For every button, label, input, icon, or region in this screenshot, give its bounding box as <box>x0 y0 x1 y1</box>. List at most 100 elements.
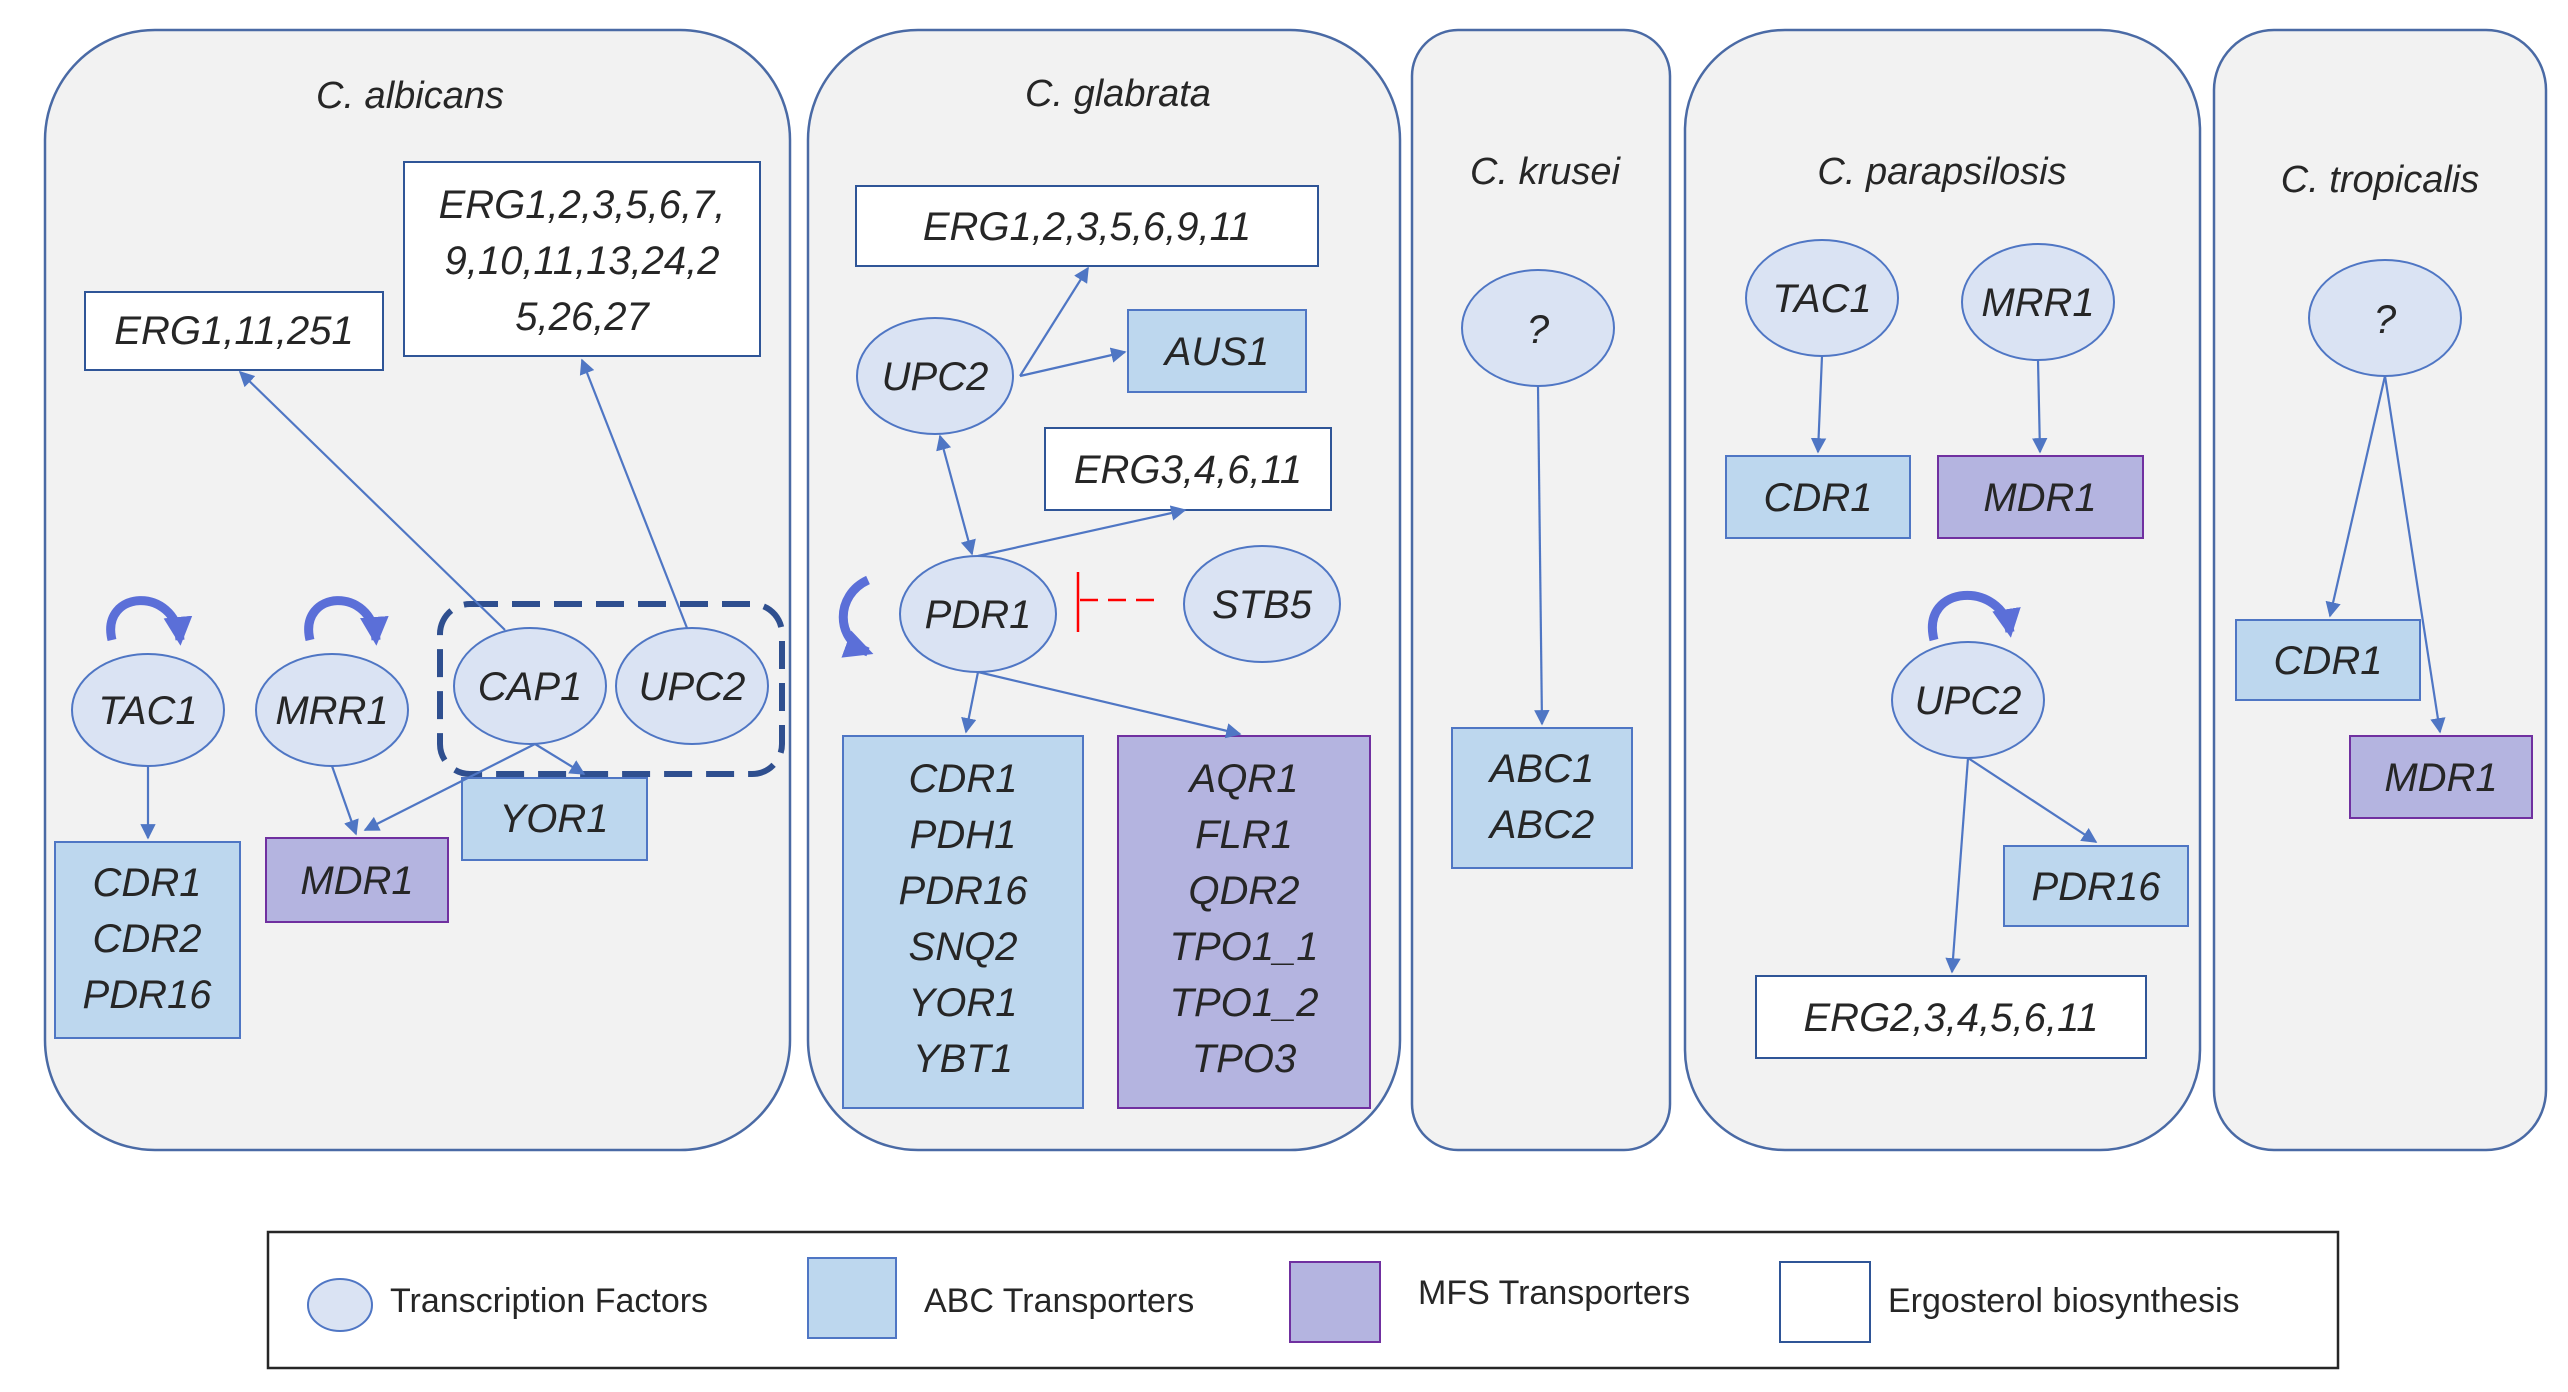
svg-text:AUS1: AUS1 <box>1163 330 1270 374</box>
svg-text:ERG1,11,251: ERG1,11,251 <box>114 309 353 353</box>
arrow <box>1019 266 1089 377</box>
arrow <box>2383 375 2446 734</box>
svg-text:ABC1: ABC1 <box>1488 747 1595 791</box>
svg-text:YOR1: YOR1 <box>909 981 1018 1025</box>
arrow <box>579 358 689 629</box>
arrow <box>1810 355 1827 454</box>
svg-text:MRR1: MRR1 <box>275 689 388 733</box>
svg-text:PDH1: PDH1 <box>910 813 1017 857</box>
panel-title: C. albicans <box>316 75 504 117</box>
svg-text:PDR16: PDR16 <box>899 869 1029 913</box>
mfs-box-mdr1: MDR1 <box>1937 455 2144 539</box>
svg-text:Ergosterol biosynthesis: Ergosterol biosynthesis <box>1888 1282 2240 1320</box>
abc-box-cdr: CDR1 CDR2 PDR16 <box>54 841 241 1039</box>
abc-box-list: ABC1 ABC2 <box>1451 727 1633 869</box>
legend-item-erg: Ergosterol biosynthesis <box>1779 1261 2240 1343</box>
svg-text:CDR1: CDR1 <box>93 861 202 905</box>
panel-title: C. krusei <box>1470 151 1621 193</box>
svg-text:FLR1: FLR1 <box>1195 813 1293 857</box>
panel-albicans: C. albicans ERG1,11,251 ERG1,2,3,5,6,7, … <box>43 28 792 1152</box>
svg-text:PDR16: PDR16 <box>83 973 213 1017</box>
svg-text:MFS Transporters: MFS Transporters <box>1418 1274 1690 1312</box>
inhibition-line <box>1076 572 1160 632</box>
legend: Transcription Factors ABC Transporters M… <box>266 1230 2340 1370</box>
abc-box-yor1: YOR1 <box>461 777 648 861</box>
arrow <box>2032 359 2048 454</box>
svg-text:TPO1_1: TPO1_1 <box>1170 925 1319 969</box>
panel-title: C. glabrata <box>1025 73 1211 115</box>
legend-item-tf: Transcription Factors <box>307 1278 708 1332</box>
svg-text:CDR2: CDR2 <box>93 917 202 961</box>
tf-node-tac1: TAC1 <box>1745 239 1899 357</box>
legend-item-abc: ABC Transporters <box>807 1257 1194 1339</box>
svg-text:?: ? <box>2374 298 2397 342</box>
arrow <box>977 670 1242 739</box>
autoregulation-loop <box>304 596 389 646</box>
tf-node-upc2: UPC2 <box>1891 641 2045 759</box>
erg-box-parapsilosis: ERG2,3,4,5,6,11 <box>1755 975 2147 1059</box>
arrow <box>1019 347 1127 378</box>
abc-box-cdr1: CDR1 <box>1725 455 1911 539</box>
svg-text:TAC1: TAC1 <box>1772 277 1871 321</box>
svg-text:UPC2: UPC2 <box>1915 679 2022 723</box>
erg-box-albicans-a: ERG1,11,251 <box>84 291 384 371</box>
arrow <box>936 434 976 556</box>
svg-text:MDR1: MDR1 <box>1983 476 2096 520</box>
arrow <box>2325 375 2387 618</box>
legend-item-mfs: MFS Transporters <box>1289 1261 1690 1343</box>
panel-parapsilosis: C. parapsilosis TAC1 MRR1 CDR1 MDR1 UPC2… <box>1683 28 2202 1152</box>
tf-node-unknown: ? <box>1461 269 1615 387</box>
svg-text:YBT1: YBT1 <box>913 1037 1013 1081</box>
svg-text:9,10,11,13,24,2: 9,10,11,13,24,2 <box>444 239 719 283</box>
arrow <box>961 671 980 734</box>
svg-text:PDR16: PDR16 <box>2032 865 2162 909</box>
svg-text:MDR1: MDR1 <box>2384 756 2497 800</box>
erg-box-glabrata-b: ERG3,4,6,11 <box>1044 427 1332 511</box>
svg-text:ERG1,2,3,5,6,7,: ERG1,2,3,5,6,7, <box>439 183 726 227</box>
arrow <box>534 743 586 775</box>
svg-text:ERG1,2,3,5,6,9,11: ERG1,2,3,5,6,9,11 <box>923 205 1251 249</box>
panel-title: C. tropicalis <box>2281 159 2480 201</box>
erg-box-glabrata-a: ERG1,2,3,5,6,9,11 <box>855 185 1319 267</box>
svg-text:TPO1_2: TPO1_2 <box>1170 981 1319 1025</box>
panel-title: C. parapsilosis <box>1817 151 2066 193</box>
svg-text:MRR1: MRR1 <box>1981 281 2094 325</box>
svg-text:Transcription Factors: Transcription Factors <box>390 1282 708 1320</box>
svg-text:PDR1: PDR1 <box>925 593 1032 637</box>
tf-node-tac1: TAC1 <box>71 653 225 767</box>
panel-tropicalis: C. tropicalis ? CDR1 MDR1 <box>2212 28 2548 1152</box>
panel-krusei: C. krusei ? ABC1 ABC2 <box>1410 28 1672 1152</box>
svg-text:5,26,27: 5,26,27 <box>515 295 650 339</box>
tf-node-stb5: STB5 <box>1183 545 1341 663</box>
autoregulation-loop <box>106 596 193 646</box>
dashed-complex-outline <box>437 601 785 777</box>
svg-text:SNQ2: SNQ2 <box>909 925 1018 969</box>
tf-node-cap1: CAP1 <box>453 627 607 745</box>
svg-text:STB5: STB5 <box>1212 583 1313 627</box>
autoregulation-loop <box>1927 591 2021 642</box>
abc-box-list: CDR1 PDH1 PDR16 SNQ2 YOR1 YBT1 <box>842 735 1084 1109</box>
svg-text:YOR1: YOR1 <box>500 797 609 841</box>
svg-text:UPC2: UPC2 <box>882 355 989 399</box>
svg-text:ABC2: ABC2 <box>1488 803 1595 847</box>
abc-box-cdr1: CDR1 <box>2235 619 2421 701</box>
svg-text:TAC1: TAC1 <box>98 689 197 733</box>
mfs-box-list: AQR1 FLR1 QDR2 TPO1_1 TPO1_2 TPO3 <box>1117 735 1371 1109</box>
abc-box-aus1: AUS1 <box>1127 309 1307 393</box>
tf-node-unknown: ? <box>2308 259 2462 377</box>
tf-node-upc2: UPC2 <box>856 317 1014 435</box>
svg-text:ERG2,3,4,5,6,11: ERG2,3,4,5,6,11 <box>1804 996 2099 1040</box>
svg-text:CAP1: CAP1 <box>478 665 583 709</box>
svg-text:AQR1: AQR1 <box>1188 757 1299 801</box>
arrow <box>330 765 359 836</box>
tf-node-upc2: UPC2 <box>615 627 769 745</box>
svg-text:?: ? <box>1527 308 1550 352</box>
tf-node-pdr1: PDR1 <box>899 555 1057 673</box>
svg-text:CDR1: CDR1 <box>1764 476 1873 520</box>
autoregulation-loop <box>838 575 874 658</box>
svg-text:CDR1: CDR1 <box>2274 639 2383 683</box>
arrow <box>1945 757 1970 974</box>
svg-text:ABC Transporters: ABC Transporters <box>924 1282 1194 1320</box>
svg-text:UPC2: UPC2 <box>639 665 746 709</box>
svg-text:ERG3,4,6,11: ERG3,4,6,11 <box>1074 448 1302 492</box>
